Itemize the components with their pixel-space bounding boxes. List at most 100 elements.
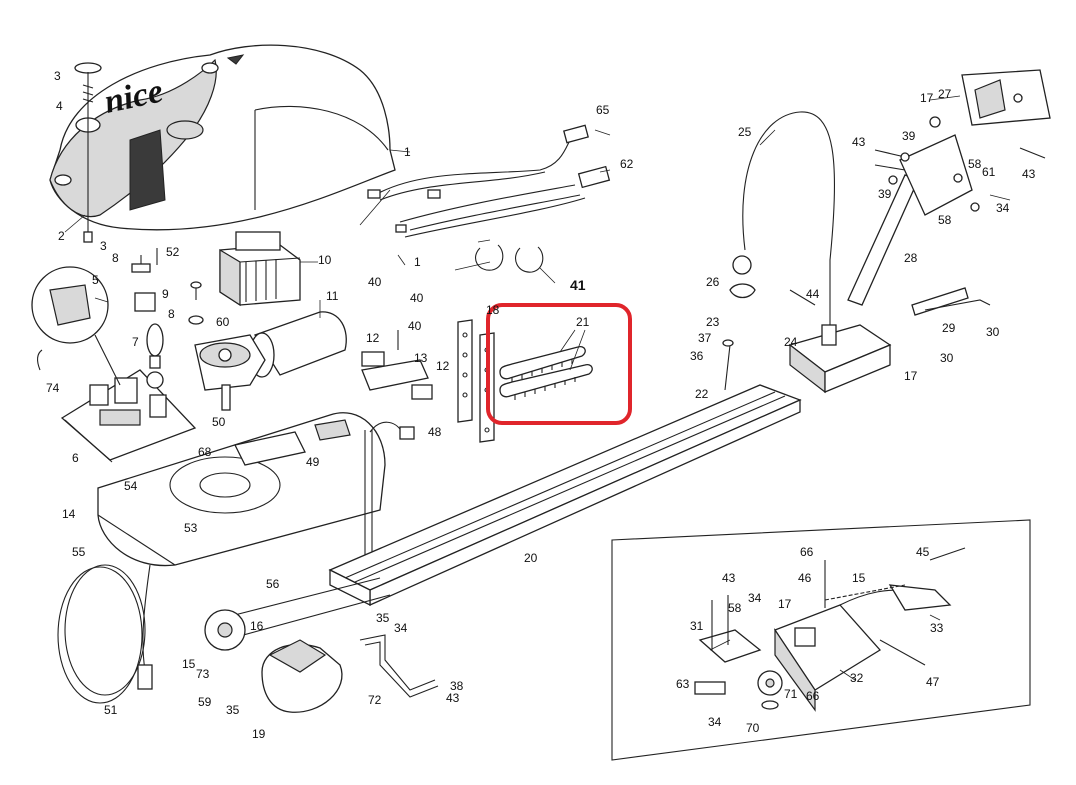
control-board: [60, 369, 197, 463]
label-43: 43: [852, 135, 866, 149]
label-15: 15: [852, 571, 866, 585]
carriage-shuttle: [722, 289, 892, 394]
label-49: 49: [306, 455, 320, 469]
gear-motor: [194, 311, 347, 411]
label-72: 72: [368, 693, 382, 707]
label-25: 25: [738, 125, 752, 139]
label-59: 59: [198, 695, 212, 709]
label-66: 66: [800, 545, 814, 559]
label-21: 21: [576, 315, 590, 329]
label-65: 65: [596, 103, 610, 117]
label-1: 1: [414, 255, 421, 269]
leader-lines: [64, 95, 1011, 681]
label-11: 11: [326, 289, 339, 303]
power-cable: [57, 564, 153, 704]
label-43: 43: [722, 571, 736, 585]
label-55: 55: [72, 545, 86, 559]
bracket-72: [359, 634, 439, 698]
cable-clips: [475, 244, 544, 273]
label-73: 73: [196, 667, 210, 681]
highlight-box: [486, 303, 632, 425]
part-21-strips: [499, 346, 593, 400]
label-61: 61: [982, 165, 996, 179]
label-51: 51: [104, 703, 118, 717]
label-62: 62: [620, 157, 634, 171]
label-4: 4: [56, 99, 63, 113]
label-33: 33: [930, 621, 944, 635]
label-7: 7: [132, 335, 139, 349]
wall-bracket: [961, 69, 1051, 159]
sprocket-cover: [261, 639, 343, 713]
label-20: 20: [524, 551, 538, 565]
label-35: 35: [226, 703, 240, 717]
label-29: 29: [942, 321, 956, 335]
label-34: 34: [748, 591, 762, 605]
label-10: 10: [318, 253, 332, 267]
label-34: 34: [394, 621, 408, 635]
label-44: 44: [806, 287, 820, 301]
label-36: 36: [690, 349, 704, 363]
label-16: 16: [250, 619, 264, 633]
callout-labels: 1 1 2 3 3 4 5 6 7 8 8 9 10 11 12 12 13 1…: [46, 69, 1036, 741]
label-39: 39: [878, 187, 892, 201]
label-35: 35: [376, 611, 390, 625]
label-31: 31: [690, 619, 704, 633]
wire-harness: [367, 124, 611, 238]
label-45: 45: [916, 545, 930, 559]
label-50: 50: [212, 415, 226, 429]
drive-chain: [214, 577, 391, 641]
label-28: 28: [904, 251, 918, 265]
remote-inset: [31, 266, 121, 386]
transformer: [219, 231, 301, 307]
release-cord: [729, 111, 836, 330]
label-43: 43: [446, 691, 460, 705]
label-12: 12: [366, 331, 380, 345]
label-66: 66: [806, 689, 820, 703]
label-40: 40: [368, 275, 382, 289]
label-34: 34: [996, 201, 1010, 215]
label-13: 13: [414, 351, 428, 365]
label-32: 32: [850, 671, 864, 685]
label-18: 18: [486, 303, 500, 317]
label-8: 8: [168, 307, 175, 321]
label-47: 47: [926, 675, 940, 689]
label-40: 40: [408, 319, 422, 333]
label-70: 70: [746, 721, 760, 735]
label-17: 17: [904, 369, 918, 383]
cover-screw: [74, 62, 102, 243]
label-15: 15: [182, 657, 196, 671]
label-40: 40: [410, 291, 424, 305]
label-52: 52: [166, 245, 180, 259]
label-30: 30: [940, 351, 954, 365]
label-9: 9: [162, 287, 169, 301]
label-58: 58: [728, 601, 742, 615]
label-23: 23: [706, 315, 720, 329]
sprocket: [204, 609, 246, 651]
label-26: 26: [706, 275, 720, 289]
label-60: 60: [216, 315, 230, 329]
label-41: 41: [570, 277, 586, 293]
label-30: 30: [986, 325, 1000, 339]
label-8: 8: [112, 251, 119, 265]
base-plate: [97, 412, 386, 567]
label-34: 34: [708, 715, 722, 729]
label-53: 53: [184, 521, 198, 535]
label-58: 58: [938, 213, 952, 227]
label-71: 71: [784, 687, 798, 701]
label-19: 19: [252, 727, 266, 741]
guide-rail: [328, 384, 802, 607]
lamp: [146, 323, 164, 369]
label-1: 1: [404, 145, 411, 159]
label-37: 37: [698, 331, 712, 345]
small-parts-left: [131, 248, 204, 325]
label-22: 22: [695, 387, 709, 401]
label-38: 38: [450, 679, 464, 693]
label-2: 2: [58, 229, 65, 243]
subassembly-frame: [611, 519, 1031, 761]
label-3: 3: [54, 69, 61, 83]
label-6: 6: [72, 451, 79, 465]
label-39: 39: [902, 129, 916, 143]
label-24: 24: [784, 335, 798, 349]
limit-switches: [361, 330, 433, 400]
